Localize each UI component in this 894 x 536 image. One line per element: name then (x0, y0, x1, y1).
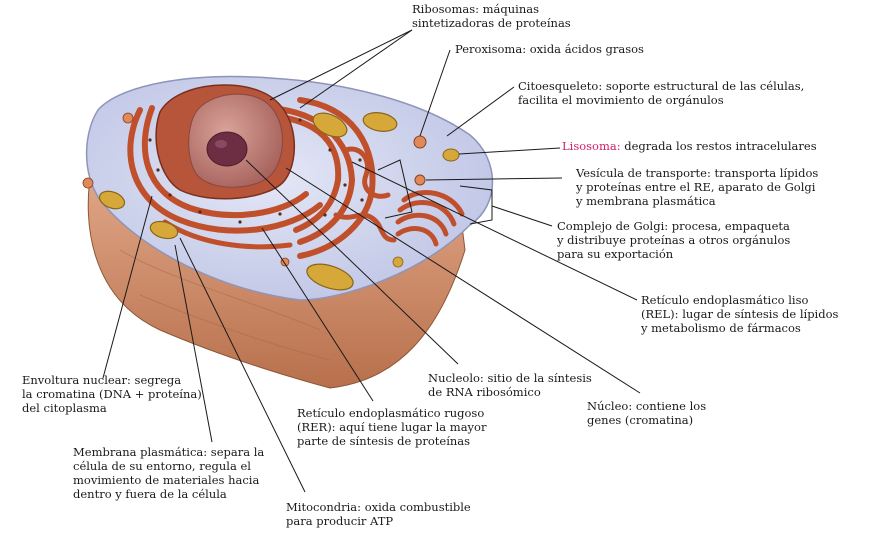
peroxisome (413, 135, 427, 149)
rough-er-label-line-3: parte de síntesis de proteínas (297, 434, 471, 448)
nuclear-envelope-label: Envoltura nuclear: segrega la cromatina … (22, 373, 202, 415)
nuclear-envelope-label-line-1: Envoltura nuclear: segrega (22, 373, 182, 387)
nuclear-envelope-label-line-3: del citoplasma (22, 401, 107, 415)
plasma-membrane-label-line-1: Membrana plasmática: separa la (73, 445, 265, 459)
mitochondria (98, 112, 398, 291)
ribosome-label: Ribosomas: máquinas sintetizadoras de pr… (412, 2, 571, 30)
plasma-membrane-label-line-2: célula de su entorno, regula el (73, 459, 251, 473)
smooth-er (333, 146, 397, 243)
nucleolus-label-line-1: Nucleolo: sitio de la síntesis (428, 371, 592, 385)
smooth-er-label: Retículo endoplasmático liso (REL): luga… (641, 293, 838, 335)
ribosome-dots (148, 118, 364, 224)
cytoskeleton-label-line-1: Citoesqueleto: soporte estructural de la… (518, 79, 805, 93)
nucleolus-label-line-2: de RNA ribosómico (428, 385, 541, 399)
plasma-membrane-label-line-4: dentro y fuera de la célula (73, 487, 227, 501)
rough-er-label-line-1: Retículo endoplasmático rugoso (297, 406, 485, 420)
lysosome-term: Lisosoma: (562, 139, 621, 153)
lysosome-label: Lisosoma: degrada los restos intracelula… (562, 139, 817, 153)
transport-vesicle-label-line-3: y membrana plasmática (576, 194, 716, 208)
lysosome (442, 148, 460, 162)
transport-vesicle (414, 174, 426, 186)
cytoskeleton-label: Citoesqueleto: soporte estructural de la… (518, 79, 804, 107)
mitochondria-label-line-2: para producir ATP (286, 514, 394, 528)
smooth-er-label-line-1: Retículo endoplasmático liso (641, 293, 809, 307)
lysosome-description: degrada los restos intracelulares (620, 139, 817, 153)
rough-er-label: Retículo endoplasmático rugoso (RER): aq… (297, 406, 486, 448)
nucleus-label-line-2: genes (cromatina) (587, 413, 694, 427)
golgi-label-line-3: para su exportación (557, 247, 674, 261)
ribosome-label-line-2: sintetizadoras de proteínas (412, 16, 571, 30)
peroxisome-label: Peroxisoma: oxida ácidos grasos (455, 42, 644, 56)
peroxisome-label-line-1: Peroxisoma: oxida ácidos grasos (455, 42, 644, 56)
transport-vesicle-label-line-1: Vesícula de transporte: transporta lípid… (576, 166, 819, 180)
golgi-label-line-1: Complejo de Golgi: procesa, empaqueta (557, 219, 790, 233)
smooth-er-label-line-2: (REL): lugar de síntesis de lípidos (641, 307, 839, 321)
nucleolus-label: Nucleolo: sitio de la síntesis de RNA ri… (428, 371, 592, 399)
plasma-membrane-label: Membrana plasmática: separa la célula de… (73, 445, 264, 501)
nucleus-label-line-1: Núcleo: contiene los (587, 399, 707, 413)
transport-vesicle-label: Vesícula de transporte: transporta lípid… (576, 166, 818, 208)
ribosome-label-line-1: Ribosomas: máquinas (412, 2, 540, 16)
golgi-label-line-2: y distribuye proteínas a otros orgánulos (557, 233, 791, 247)
nucleus-label: Núcleo: contiene los genes (cromatina) (587, 399, 706, 427)
leader-lines (102, 29, 641, 493)
nucleolus (206, 131, 248, 167)
golgi-label: Complejo de Golgi: procesa, empaqueta y … (557, 219, 790, 261)
mitochondria-label-line-1: Mitocondria: oxida combustible (286, 500, 471, 514)
transport-vesicle-label-line-2: y proteínas entre el RE, aparato de Golg… (576, 180, 816, 194)
rough-er-label-line-2: (RER): aquí tiene lugar la mayor (297, 420, 487, 434)
plasma-membrane-label-line-3: movimiento de materiales hacia (73, 473, 260, 487)
nuclear-envelope-label-line-2: la cromatina (DNA + proteína) (22, 387, 202, 401)
golgi-bracket (377, 159, 493, 225)
mitochondria-label: Mitocondria: oxida combustible para prod… (286, 500, 471, 528)
cytoskeleton-label-line-2: facilita el movimiento de orgánulos (518, 93, 724, 107)
smooth-er-label-line-3: y metabolismo de fármacos (641, 321, 801, 335)
